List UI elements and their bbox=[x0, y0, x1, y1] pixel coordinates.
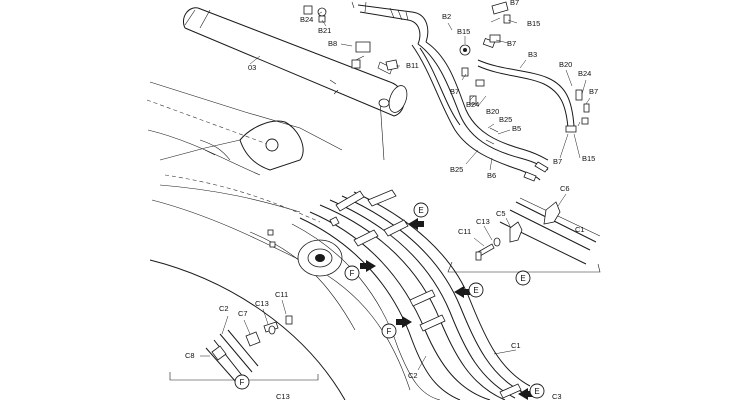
view-title-f-text: F bbox=[240, 378, 245, 387]
part-labels: B7 B15 B24 B21 B2 B15 B7 B8 B11 03 B3 B2… bbox=[185, 0, 598, 400]
label-c13-right: C13 bbox=[476, 217, 490, 226]
view-marker-f-upper-text: F bbox=[350, 269, 355, 278]
label-c7-left: C7 bbox=[238, 309, 248, 318]
label-b25-lower: B25 bbox=[450, 165, 463, 174]
label-b24-top: B24 bbox=[300, 15, 313, 24]
label-b15-bottom: B15 bbox=[582, 154, 595, 163]
label-03: 03 bbox=[248, 63, 256, 72]
label-c5: C5 bbox=[496, 209, 506, 218]
label-c11-left: C11 bbox=[275, 290, 288, 299]
label-b7-bottom: B7 bbox=[553, 157, 562, 166]
label-b20-right: B20 bbox=[559, 60, 572, 69]
hoses-upper bbox=[303, 1, 590, 182]
label-b20-low: B20 bbox=[486, 107, 499, 116]
label-c11-right: C11 bbox=[458, 227, 471, 236]
label-b7-low: B7 bbox=[450, 87, 459, 96]
label-b11: B11 bbox=[406, 61, 419, 70]
view-marker-f-lower-text: F bbox=[387, 327, 392, 336]
label-b8: B8 bbox=[328, 39, 337, 48]
hydraulic-cylinder bbox=[183, 1, 429, 117]
view-marker-f-upper: F bbox=[344, 265, 360, 281]
view-title-e-text: E bbox=[520, 274, 525, 283]
label-c3: C3 bbox=[552, 392, 562, 400]
view-marker-e-bottom-text: E bbox=[534, 387, 539, 396]
view-marker-f-lower: F bbox=[381, 323, 397, 339]
label-b5: B5 bbox=[512, 124, 521, 133]
label-b7-top: B7 bbox=[510, 0, 519, 7]
label-c8-left: C8 bbox=[185, 351, 195, 360]
label-c1-lower: C1 bbox=[511, 341, 521, 350]
label-b6: B6 bbox=[487, 171, 496, 180]
label-b3: B3 bbox=[528, 50, 537, 59]
view-marker-e-upper-text: E bbox=[418, 206, 423, 215]
pipe-bundle bbox=[291, 189, 531, 400]
label-c6: C6 bbox=[560, 184, 570, 193]
label-b15-top: B15 bbox=[527, 19, 540, 28]
label-c13-left: C13 bbox=[255, 299, 269, 308]
detail-view-e bbox=[447, 197, 601, 273]
label-b7-right: B7 bbox=[589, 87, 598, 96]
label-b24-low: B24 bbox=[466, 100, 479, 109]
view-title-f: F bbox=[234, 374, 250, 390]
detail-view-f bbox=[169, 315, 319, 383]
view-marker-e-mid: E bbox=[468, 282, 484, 298]
pivot-pin bbox=[265, 138, 279, 152]
label-c1-right: C1 bbox=[575, 225, 585, 234]
view-marker-e-mid-text: E bbox=[473, 286, 478, 295]
view-marker-e-bottom: E bbox=[529, 383, 545, 399]
label-b24-right: B24 bbox=[578, 69, 591, 78]
label-b15-mid: B15 bbox=[457, 27, 470, 36]
view-marker-e-upper: E bbox=[413, 202, 429, 218]
view-title-e: E bbox=[515, 270, 531, 286]
label-b25-upper: B25 bbox=[499, 115, 512, 124]
label-b7-mid: B7 bbox=[507, 39, 516, 48]
label-c2-left: C2 bbox=[219, 304, 229, 313]
label-b21: B21 bbox=[318, 26, 331, 35]
label-c13-bottom: C13 bbox=[276, 392, 290, 400]
label-b2: B2 bbox=[442, 12, 451, 21]
leader-lines bbox=[200, 11, 591, 371]
label-c2-lower: C2 bbox=[408, 371, 418, 380]
